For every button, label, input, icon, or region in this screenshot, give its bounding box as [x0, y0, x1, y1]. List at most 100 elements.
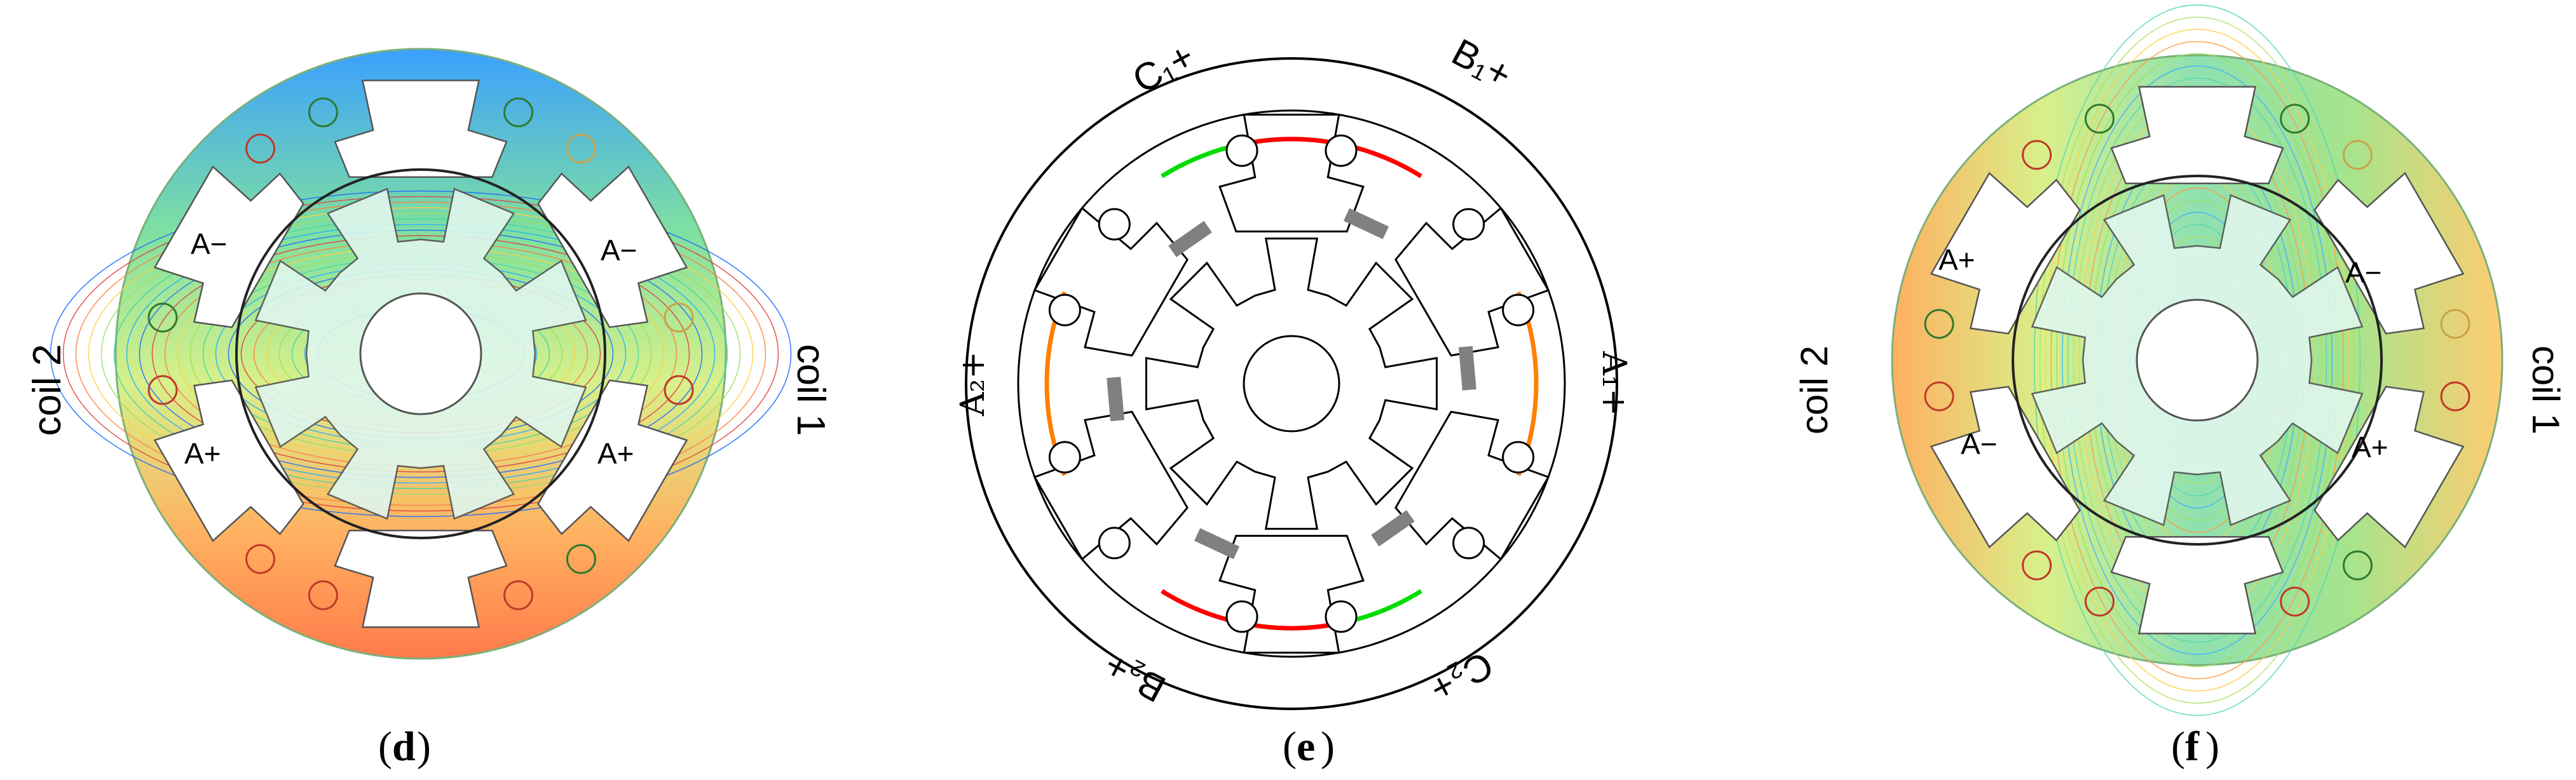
conductor [2084, 104, 2115, 134]
conductor [1924, 381, 1954, 412]
flux-line [75, 201, 767, 506]
conductor [2280, 586, 2310, 617]
stator-tooth [2110, 535, 2284, 635]
stator-inner-circle [1017, 109, 1566, 658]
conductors [1924, 104, 2470, 617]
conductor [1098, 527, 1131, 560]
stator-tooth [1394, 410, 1550, 561]
stator-tooth [2314, 386, 2465, 549]
conductor [2440, 381, 2470, 412]
conductor [2342, 140, 2373, 170]
conductors [1048, 134, 1535, 633]
conductor [566, 544, 596, 574]
flux-line [2045, 29, 2350, 692]
coil-label-right: coil 1 [789, 344, 833, 436]
conductor [1225, 134, 1258, 167]
stator-tooth [2314, 171, 2465, 335]
stator-tooth [2110, 86, 2284, 185]
magnet [1168, 220, 1212, 257]
slot-label-lower-left: A− [1961, 427, 1998, 461]
conductor [308, 580, 338, 610]
conductor [2022, 550, 2052, 581]
stator-teeth [153, 79, 688, 628]
stator-tooth [334, 79, 508, 178]
conductor [2084, 586, 2115, 617]
air-gap-circle [2012, 175, 2383, 546]
coil-label-left: coil 2 [25, 344, 69, 436]
conductor [1924, 309, 1954, 339]
stator-teeth [1930, 86, 2465, 635]
flux-line [2056, 53, 2338, 668]
magnet [1371, 510, 1415, 547]
phase-label-b1: B₁+ [1445, 30, 1519, 97]
phase-label-c1: C₁+ [1126, 34, 1201, 101]
conductor [2342, 550, 2373, 581]
conductor [1098, 208, 1131, 241]
stator-tooth [1930, 386, 2081, 549]
caption-close-paren: ) [2205, 723, 2219, 770]
panel-d: A− A− A+ A+ coil 2 coil 1 ( d ) [25, 48, 833, 770]
conductor [2440, 309, 2470, 339]
magnets [1107, 208, 1476, 560]
conductor [664, 302, 694, 333]
stator-tooth [1394, 206, 1550, 357]
flux-line [100, 213, 741, 495]
caption-open-paren: ( [2171, 723, 2185, 770]
caption-open-paren: ( [378, 723, 392, 770]
flux-line [139, 229, 703, 478]
shaft-hole [2136, 299, 2259, 422]
slot-label-lower-right: A+ [597, 437, 634, 470]
stator-tooth [1033, 410, 1189, 561]
slot-label-upper-left: A+ [1939, 243, 1975, 276]
stator-tooth [1218, 535, 1365, 654]
magnet [1458, 346, 1476, 391]
slot-label-upper-left: A− [191, 227, 228, 260]
panel-f: A+ A− A− A+ coil 2 coil 1 ( f ) [1793, 4, 2567, 770]
stator-tooth [537, 379, 688, 542]
flux-line [2061, 65, 2333, 656]
air-gap-circle [235, 168, 606, 539]
stator-tooth [1218, 114, 1365, 232]
conductor [566, 133, 596, 164]
phase-label-a2: A₂+ [954, 351, 992, 417]
conductor [147, 375, 178, 405]
phase-label-a1: A₁+ [1595, 351, 1633, 416]
phase-label-c2: C₂+ [1423, 643, 1500, 711]
conductor [1502, 293, 1535, 326]
conductor [245, 544, 276, 574]
stator-tooth [153, 379, 304, 542]
coil-label-left: coil 2 [1793, 346, 1836, 434]
conductor [1048, 293, 1081, 326]
conductor [503, 97, 534, 128]
stator-tooth [537, 165, 688, 328]
caption-open-paren: ( [1283, 723, 1297, 770]
shaft-hole [359, 292, 482, 415]
caption-letter: d [392, 723, 416, 770]
flux-line [2067, 77, 2327, 643]
flux-line [50, 190, 792, 518]
stator-outer-circle [965, 57, 1618, 710]
flux-line [113, 218, 728, 490]
motor-d-body [50, 48, 792, 660]
conductor [245, 133, 276, 164]
conductor [1048, 441, 1081, 474]
shaft-hole [1243, 335, 1340, 433]
magnet [1194, 528, 1240, 560]
coil-label-right: coil 1 [2525, 346, 2567, 434]
magnet [1107, 377, 1125, 422]
flux-line [126, 224, 716, 484]
slot-label-upper-right: A− [601, 234, 637, 267]
slot-label-lower-left: A+ [184, 437, 221, 470]
stator-tooth [1930, 171, 2081, 335]
conductor [147, 302, 178, 333]
magnet [1343, 208, 1389, 239]
flux-line [151, 235, 690, 473]
stator-tooth [1033, 206, 1189, 357]
conductor [1325, 600, 1358, 633]
conductor [503, 580, 534, 610]
conductor [308, 97, 338, 128]
conductors [147, 97, 694, 610]
flux-line [88, 207, 754, 501]
flux-line [2050, 41, 2344, 680]
